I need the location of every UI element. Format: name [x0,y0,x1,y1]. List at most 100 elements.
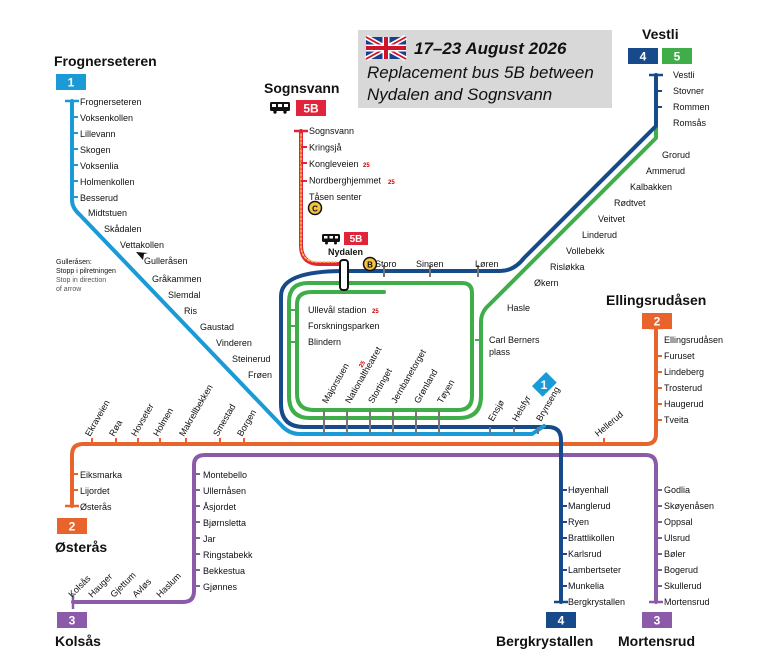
station-line1-upper-3: Skogen [80,145,111,155]
station-ticks [72,90,662,587]
terminal-osteras: Østerås [55,539,107,555]
station-mortensrud-5: Bogerud [664,565,698,575]
station-grorud-7: Risløkka [550,262,585,272]
station-ellingsrud-2: Lindeberg [664,367,704,377]
line-5-path [287,73,658,420]
station-line2-west-1: Røa [107,418,124,438]
station-line1-upper-0: Frognerseteren [80,97,142,107]
station-vestli-3: Romsås [673,118,707,128]
station-vestli-0: Vestli [673,70,695,80]
station-line1-diag-9: Steinerud [232,354,271,364]
station-grorud-3: Rødtvet [614,198,646,208]
station-ring-top-2: Løren [475,259,499,269]
station-bus-2: Kongleveien [309,159,359,169]
station-ring-west-1: Forskningsparken [308,321,380,331]
badge-line-1-brynseng-label: 1 [541,378,548,392]
line-4-path [279,73,658,604]
station-line1-diag-7: Gaustad [200,322,234,332]
bus-icon-nydalen [322,234,340,245]
bus-stop-b-icon [362,256,378,272]
station-mortensrud-7: Mortensrud [664,597,710,607]
station-vestli-1: Stovner [673,86,704,96]
station-hasle: Hasle [507,303,530,313]
badge-bus-5b-top-label: 5B [303,102,319,116]
station-ellingsrud-0: Ellingsrudåsen [664,335,723,345]
station-bus-4: Tåsen senter [309,192,362,202]
station-hellerud: Hellerud [593,409,625,438]
station-bergkrystallen-6: Munkelia [568,581,604,591]
zone-marker-nordberghjemmet: 25 [388,180,395,186]
banner-dates: 17–23 August 2026 [414,39,567,58]
station-bus-3: Nordberghjemmet [309,176,382,186]
station-ellingsrud-3: Trosterud [664,383,702,393]
station-line2-west-3: Holmen [151,406,175,438]
station-line1-diag-1: Skådalen [104,224,142,234]
terminal-frognerseteren: Frognerseteren [54,53,157,69]
station-central-5: Tøyen [435,378,456,405]
badge-line-3-east-label: 3 [654,614,661,628]
station-line2-west-6: Borgen [235,408,258,438]
station-line1-diag-0: Midtstuen [88,208,127,218]
line-3-path [71,453,658,604]
station-line1-diag-5: Slemdal [168,290,201,300]
station-line1-diag-6: Ris [184,306,197,316]
banner-text-2: Nydalen and Sognsvann [367,85,552,104]
nydalen-transfer-marker [339,259,349,291]
station-mortensrud-2: Oppsal [664,517,693,527]
station-osteras-0: Eiksmarka [80,470,122,480]
zone-marker-kongleveien: 25 [363,163,370,169]
station-bergkrystallen-4: Karlsrud [568,549,602,559]
station-line1-diag-4: Gråkammen [152,274,202,284]
badge-line-2-west [57,518,87,534]
station-bergkrystallen-2: Ryen [568,517,589,527]
terminal-mortensrud: Mortensrud [618,633,695,649]
station-bergkrystallen-7: Bergkrystallen [568,597,625,607]
station-line1-upper-2: Lillevann [80,129,116,139]
station-carl-berners-2: plass [489,347,511,357]
badge-line-4-vestli [628,48,658,64]
station-mortensrud-6: Skullerud [664,581,702,591]
station-ring-west-0: Ullevål stadion [308,305,367,315]
badge-line-4-south [546,612,576,628]
station-mortensrud-3: Ulsrud [664,533,690,543]
station-line3-west-5: Ringstabekk [203,550,253,560]
station-ring-west-2: Blindern [308,337,341,347]
station-grorud-1: Ammerud [646,166,685,176]
station-line1-upper-1: Voksenkollen [80,113,133,123]
station-bergkrystallen-1: Manglerud [568,501,611,511]
badge-line-1-top-label: 1 [68,76,75,90]
badge-bus-5b-top [296,100,326,116]
station-line3-west-7: Gjønnes [203,582,238,592]
badge-line-4-south-label: 4 [558,614,565,628]
line-2-path [70,326,658,508]
badge-line-2-east [642,313,672,329]
zone-marker-ullevaal: 25 [372,309,379,315]
banner-text-1: Replacement bus 5B between [367,63,594,82]
station-line3-west-2: Åsjordet [203,502,237,512]
terminal-sognsvann: Sognsvann [264,80,339,96]
station-osteras-1: Lijordet [80,486,110,496]
station-line3-west-3: Bjørnsletta [203,518,246,528]
station-kolsas-4: Haslum [154,571,183,600]
badge-line-4-vestli-label: 4 [640,50,647,64]
zone-marker-majorstuen: 25 [359,360,368,369]
terminal-bergkrystallen: Bergkrystallen [496,633,593,649]
bus-stop-c-icon [307,200,323,216]
station-grorud-0: Grorud [662,150,690,160]
direction-arrow-icon [136,252,148,260]
terminal-ellingsrudasen: Ellingsrudåsen [606,292,706,308]
station-line1-upper-4: Voksenlia [80,161,119,171]
end-caps [65,73,663,609]
station-ellingsrud-1: Furuset [664,351,695,361]
svg-text:C: C [312,205,318,214]
badge-bus-5b-nydalen-label: 5B [350,234,363,245]
station-line3-west-4: Jar [203,534,216,544]
bus-5b-dots [300,133,337,263]
station-grorud-2: Kalbakken [630,182,672,192]
badge-bus-5b-nydalen [344,232,368,245]
station-grorud-4: Veitvet [598,214,626,224]
line-1-path [70,99,546,436]
badge-line-2-east-label: 2 [654,315,661,329]
